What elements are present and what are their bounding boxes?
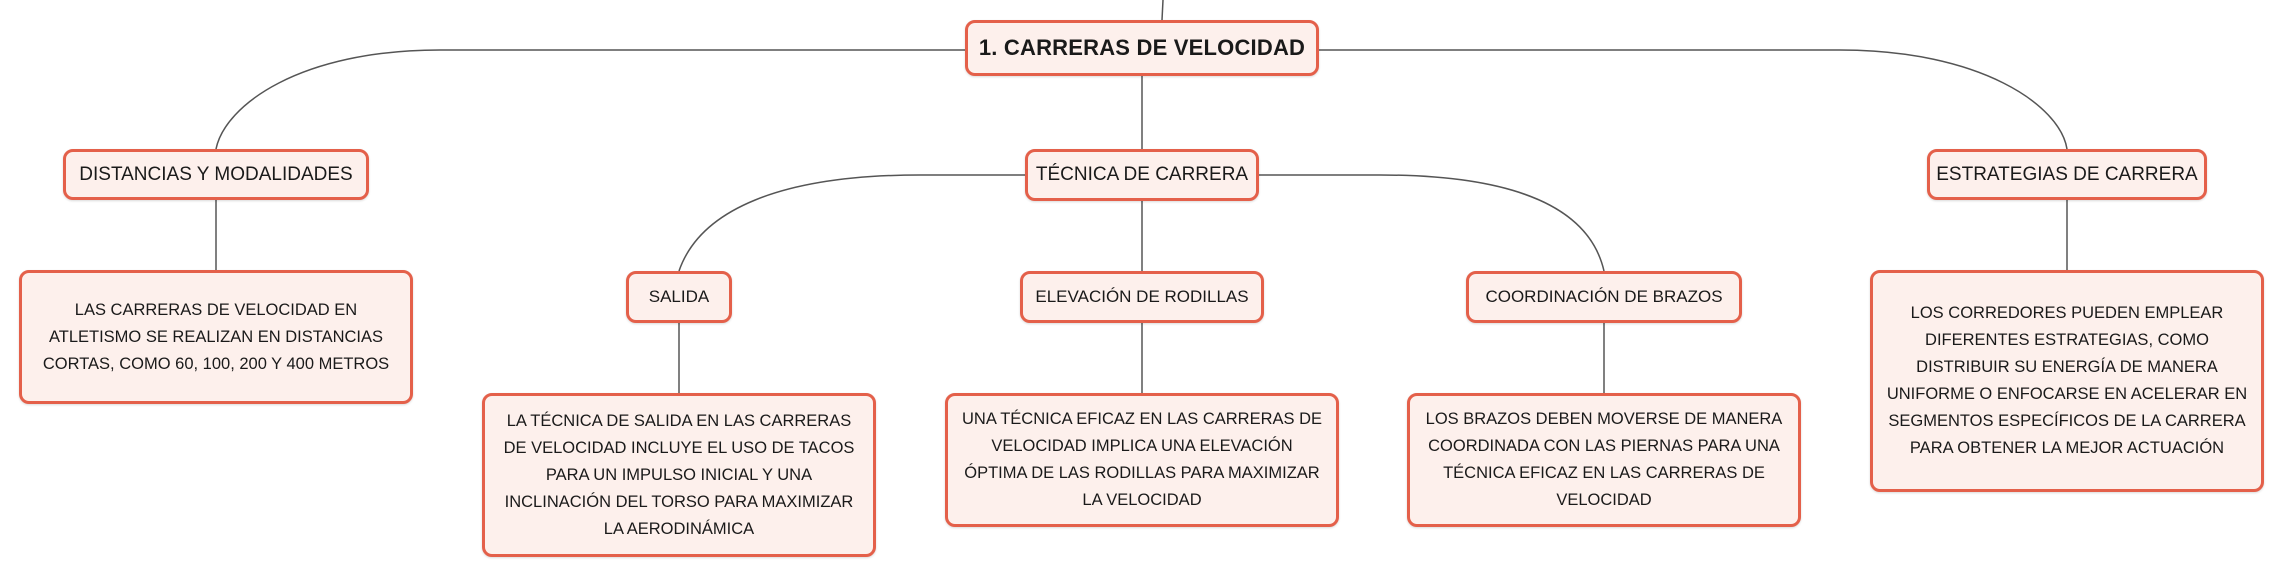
node-label: ESTRATEGIAS DE CARRERA [1936,163,2198,185]
connector-incoming-root [1161,0,1164,21]
node-estrategias-de-carrera[interactable]: ESTRATEGIAS DE CARRERA [1927,149,2207,200]
connector-tecnica-to-salida [678,174,1025,272]
node-label: ELEVACIÓN DE RODILLAS [1035,287,1249,306]
node-salida-description[interactable]: LA TÉCNICA DE SALIDA EN LAS CARRERAS DE … [482,393,876,557]
node-tecnica-de-carrera[interactable]: TÉCNICA DE CARRERA [1025,149,1259,201]
node-distancias-description[interactable]: LAS CARRERAS DE VELOCIDAD EN ATLETISMO S… [19,270,413,404]
node-text: LOS CORREDORES PUEDEN EMPLEAR DIFERENTES… [1886,304,2248,457]
node-salida[interactable]: SALIDA [626,271,732,323]
node-coordinacion-de-brazos[interactable]: COORDINACIÓN DE BRAZOS [1466,271,1742,323]
connector-root-to-distancias [215,49,965,150]
node-text: LAS CARRERAS DE VELOCIDAD EN ATLETISMO S… [42,300,390,373]
node-text: UNA TÉCNICA EFICAZ EN LAS CARRERAS DE VE… [961,410,1323,509]
node-label: COORDINACIÓN DE BRAZOS [1485,287,1723,306]
node-coordinacion-description[interactable]: LOS BRAZOS DEBEN MOVERSE DE MANERA COORD… [1407,393,1801,527]
node-elevacion-de-rodillas[interactable]: ELEVACIÓN DE RODILLAS [1020,271,1264,323]
node-elevacion-description[interactable]: UNA TÉCNICA EFICAZ EN LAS CARRERAS DE VE… [945,393,1339,527]
node-estrategias-description[interactable]: LOS CORREDORES PUEDEN EMPLEAR DIFERENTES… [1870,270,2264,492]
node-label: TÉCNICA DE CARRERA [1035,164,1249,185]
connector-root-to-estrategias [1319,49,2068,150]
root-node[interactable]: 1. CARRERAS DE VELOCIDAD [965,20,1319,76]
connector-tecnica-to-coordinacion [1259,174,1605,272]
node-label: SALIDA [648,287,710,306]
node-label: DISTANCIAS Y MODALIDADES [79,163,353,185]
node-text: LA TÉCNICA DE SALIDA EN LAS CARRERAS DE … [503,411,855,538]
root-label: 1. CARRERAS DE VELOCIDAD [978,35,1306,60]
node-text: LOS BRAZOS DEBEN MOVERSE DE MANERA COORD… [1425,410,1783,509]
node-distancias-y-modalidades[interactable]: DISTANCIAS Y MODALIDADES [63,149,369,200]
